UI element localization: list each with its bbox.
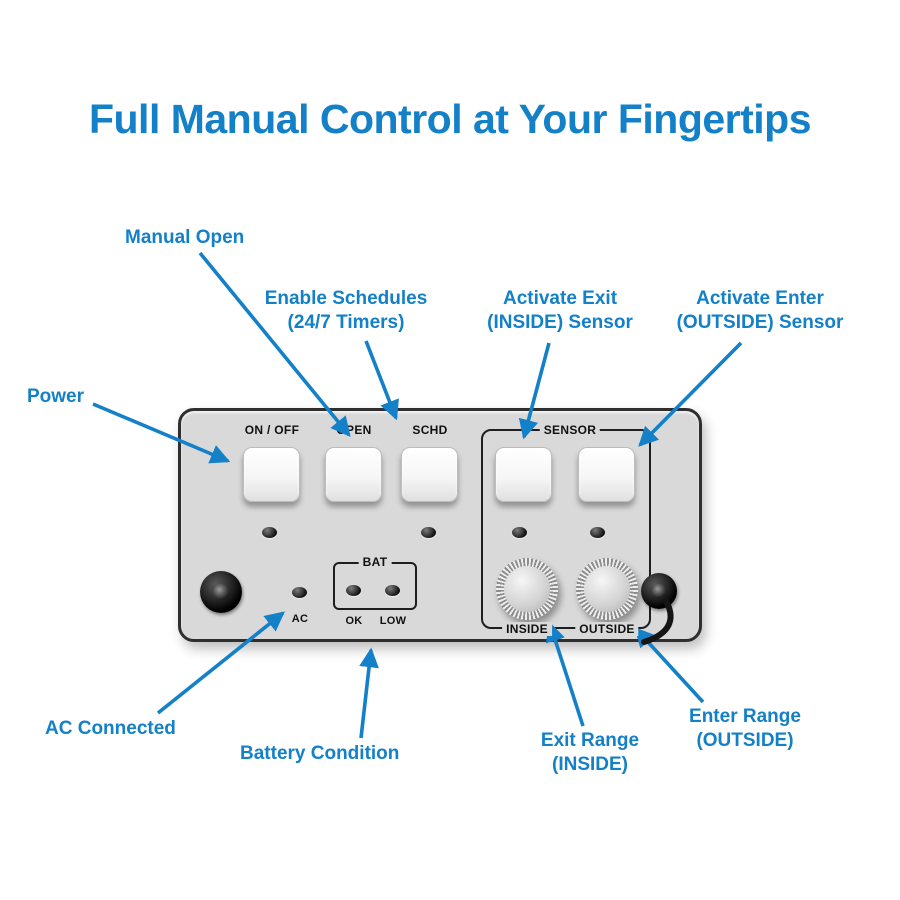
open-label: OPEN	[336, 423, 372, 437]
callout-text: Enter Range	[689, 706, 801, 727]
callout-enter-range: Enter Range (OUTSIDE)	[660, 705, 830, 753]
callout-text: Power	[27, 386, 85, 407]
arrow-battery-condition	[359, 647, 379, 739]
bat-label: BAT	[358, 555, 392, 569]
callout-activate-enter: Activate Enter (OUTSIDE) Sensor	[652, 287, 868, 335]
callout-text: (OUTSIDE)	[696, 730, 794, 751]
on-off-button[interactable]	[243, 447, 300, 502]
ac-label: AC	[291, 613, 309, 625]
exit-sensor-led	[512, 527, 527, 538]
callout-text: Activate Enter	[696, 288, 824, 309]
arrow-enable-schedules	[364, 340, 399, 421]
battery-box-outline	[333, 562, 417, 610]
inside-range-knob[interactable]	[496, 558, 558, 620]
callout-exit-range: Exit Range (INSIDE)	[505, 729, 675, 777]
callout-text: (INSIDE) Sensor	[487, 312, 633, 333]
callout-battery-condition: Battery Condition	[240, 742, 399, 766]
schd-label: SCHD	[412, 423, 448, 437]
outside-range-knob[interactable]	[576, 558, 638, 620]
callout-text: AC Connected	[45, 718, 176, 739]
inside-label: INSIDE	[502, 622, 552, 636]
outside-label: OUTSIDE	[575, 622, 639, 636]
callout-enable-schedules: Enable Schedules (24/7 Timers)	[246, 287, 446, 335]
callout-ac-connected: AC Connected	[45, 717, 176, 741]
control-panel: ON / OFF OPEN SCHD SENSOR AC BAT OK LOW …	[178, 408, 702, 642]
on-off-led	[262, 527, 277, 538]
callout-text: Activate Exit	[502, 288, 618, 309]
bat-low-led	[385, 585, 400, 596]
callout-activate-exit: Activate Exit (INSIDE) Sensor	[460, 287, 660, 335]
callout-manual-open: Manual Open	[125, 226, 244, 250]
enter-sensor-button[interactable]	[578, 447, 635, 502]
callout-text: Exit Range	[540, 730, 640, 751]
page-title: Full Manual Control at Your Fingertips	[88, 96, 812, 142]
bat-ok-led	[346, 585, 361, 596]
callout-text: Battery Condition	[240, 743, 400, 764]
power-jack	[200, 571, 242, 613]
callout-text: Manual Open	[125, 227, 245, 248]
on-off-label: ON / OFF	[244, 423, 300, 437]
schd-button[interactable]	[401, 447, 458, 502]
schd-led	[421, 527, 436, 538]
callout-text: (INSIDE)	[552, 754, 628, 775]
bat-ok-label: OK	[345, 615, 363, 627]
callout-text: (24/7 Timers)	[287, 312, 405, 333]
bat-low-label: LOW	[379, 615, 407, 627]
exit-sensor-button[interactable]	[495, 447, 552, 502]
enter-sensor-led	[590, 527, 605, 538]
callout-text: (OUTSIDE) Sensor	[676, 312, 844, 333]
open-button[interactable]	[325, 447, 382, 502]
sensor-label: SENSOR	[539, 423, 601, 437]
callout-text: Enable Schedules	[264, 288, 428, 309]
callout-power: Power	[27, 385, 84, 409]
ac-led	[292, 587, 307, 598]
aux-jack	[641, 573, 677, 609]
